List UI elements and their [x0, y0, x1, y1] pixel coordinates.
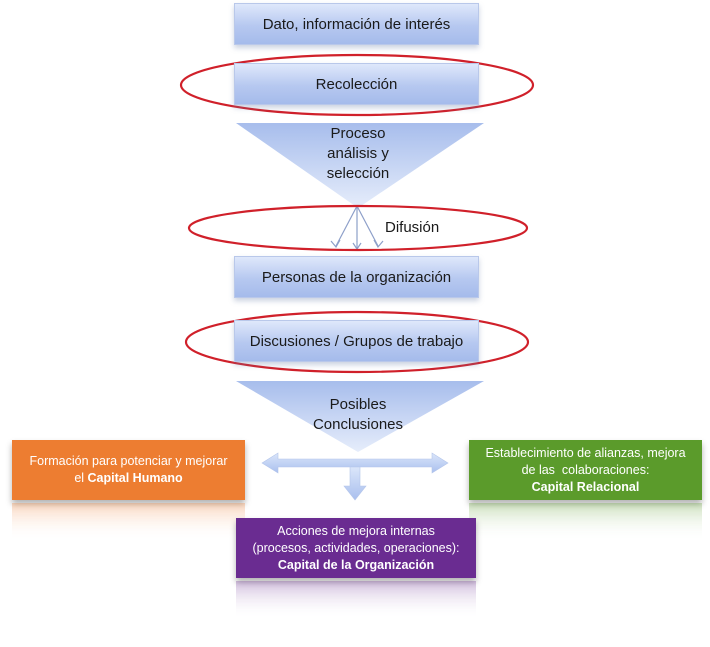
step-discusiones-box: Discusiones / Grupos de trabajo: [234, 320, 479, 362]
step-difusion-label: Difusión: [385, 219, 440, 236]
outcome-organizacion-line-2: (procesos, actividades, operaciones):: [252, 540, 460, 555]
step-dato-box: Dato, información de interés: [234, 3, 479, 45]
outcome-organizacion-bold: Capital de la Organización: [277, 557, 435, 572]
outcome-humano-prefix: el: [74, 471, 88, 485]
outcome-humano-bold: Capital Humano: [87, 471, 183, 485]
outcome-relacional-line-2: de las colaboraciones:: [521, 462, 650, 477]
step-discusiones-label: Discusiones / Grupos de trabajo: [249, 332, 464, 350]
step-conclusiones-line-1: Posibles: [329, 396, 387, 413]
conclusions-funnel-triangle: [236, 381, 484, 452]
step-conclusiones-line-2: Conclusiones: [312, 416, 404, 433]
process-funnel-triangle: [236, 123, 484, 208]
outcome-capital-humano-box: Formación para potenciar y mejorar el Ca…: [12, 440, 245, 500]
step-recoleccion-box: Recolección: [234, 63, 479, 105]
outcome-relacional-line-1: Establecimiento de alianzas, mejora: [485, 445, 686, 460]
step-conclusiones-label: Posibles Conclusiones: [290, 395, 426, 435]
step-dato-label: Dato, información de interés: [262, 15, 451, 33]
step-proceso-line-3: selección: [326, 165, 390, 182]
double-arrow-horizontal: [261, 452, 449, 474]
step-proceso-label: Proceso análisis y selección: [290, 124, 426, 184]
outcome-relacional-reflection: [469, 503, 702, 541]
down-arrow: [343, 466, 367, 501]
outcome-humano-line-2: el Capital Humano: [74, 470, 182, 487]
step-personas-label: Personas de la organización: [261, 268, 452, 286]
outcome-humano-reflection: [12, 503, 245, 541]
outcome-capital-organizacion-box: Acciones de mejora internas (procesos, a…: [236, 518, 476, 578]
highlight-ellipse-recoleccion: [179, 53, 535, 117]
outcome-organizacion-line-1: Acciones de mejora internas: [277, 523, 435, 538]
highlight-ellipse-difusion: [187, 204, 529, 252]
outcome-relacional-bold: Capital Relacional: [531, 479, 640, 494]
outcome-organizacion-reflection: [236, 581, 476, 619]
step-personas-box: Personas de la organización: [234, 256, 479, 298]
outcome-capital-relacional-box: Establecimiento de alianzas, mejora de l…: [469, 440, 702, 500]
outcome-humano-line-1: Formación para potenciar y mejorar: [29, 454, 228, 468]
step-proceso-line-2: análisis y: [327, 145, 389, 162]
step-proceso-line-1: Proceso: [330, 125, 386, 142]
diffusion-arrows: [330, 205, 384, 251]
step-recoleccion-label: Recolección: [315, 75, 398, 93]
highlight-ellipse-discusiones: [184, 310, 530, 374]
